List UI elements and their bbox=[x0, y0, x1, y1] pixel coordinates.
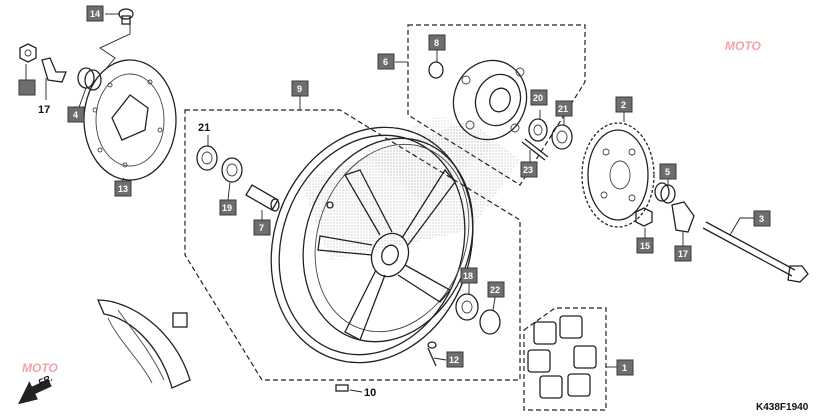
callout-21-left: 21 bbox=[198, 122, 210, 134]
callout-2: 2 bbox=[615, 96, 633, 113]
svg-text:13: 13 bbox=[118, 184, 128, 194]
flange-bearing bbox=[528, 118, 548, 142]
shading-upper bbox=[355, 115, 495, 200]
damper-group-box bbox=[523, 307, 607, 411]
callout-21-right: 21 bbox=[555, 100, 573, 117]
stud-bolt bbox=[521, 138, 549, 161]
callout-23: 23 bbox=[520, 161, 538, 178]
callout-10: 10 bbox=[364, 387, 376, 399]
callout-17-left: 17 bbox=[38, 104, 50, 116]
svg-text:4: 4 bbox=[73, 110, 78, 120]
nut-right bbox=[635, 207, 653, 227]
svg-text:21: 21 bbox=[558, 104, 568, 114]
brake-disc bbox=[83, 59, 177, 181]
watermark-top: MOTO bbox=[725, 39, 761, 53]
callout-15: 15 bbox=[636, 237, 654, 254]
hub-bearing bbox=[455, 293, 479, 321]
callout-8: 8 bbox=[428, 34, 446, 51]
callout-1: 1 bbox=[616, 359, 634, 376]
callout-20: 20 bbox=[530, 89, 548, 106]
wheel-damper-rubbers bbox=[527, 315, 597, 399]
svg-text:5: 5 bbox=[665, 167, 670, 177]
svg-text:3: 3 bbox=[759, 214, 764, 224]
front-arrow-icon: FR. bbox=[18, 373, 54, 405]
callout-13: 13 bbox=[114, 180, 132, 197]
wheel-group-box bbox=[184, 109, 521, 381]
svg-text:23: 23 bbox=[523, 165, 533, 175]
svg-text:9: 9 bbox=[297, 84, 302, 94]
flange-collar bbox=[428, 61, 444, 79]
callout-3: 3 bbox=[753, 210, 771, 227]
nut-left bbox=[19, 43, 37, 63]
callout-17-right: 17 bbox=[674, 245, 692, 262]
callout-12: 12 bbox=[446, 351, 464, 368]
svg-text:8: 8 bbox=[434, 38, 439, 48]
balance-weight bbox=[335, 384, 349, 392]
driven-sprocket bbox=[581, 122, 655, 228]
svg-text:22: 22 bbox=[490, 285, 500, 295]
tire-valve bbox=[427, 341, 437, 367]
callout-9: 9 bbox=[291, 80, 309, 97]
callout-14: 14 bbox=[86, 5, 104, 22]
callout-4: 4 bbox=[67, 106, 85, 123]
rear-wheel bbox=[270, 126, 474, 364]
flange-oil-seal bbox=[551, 124, 573, 150]
svg-text:1: 1 bbox=[622, 363, 627, 373]
hub-group-box bbox=[407, 24, 586, 186]
rear-axle bbox=[702, 221, 809, 283]
callout-7: 7 bbox=[253, 219, 271, 236]
bearing-left bbox=[196, 145, 218, 171]
leader-lines bbox=[25, 13, 755, 393]
svg-text:18: 18 bbox=[463, 271, 473, 281]
tire-reference bbox=[97, 299, 191, 389]
callout-5: 5 bbox=[659, 163, 677, 180]
svg-text:7: 7 bbox=[259, 223, 264, 233]
svg-text:17: 17 bbox=[678, 249, 688, 259]
tire-callout-box bbox=[172, 312, 188, 328]
disc-bolt bbox=[118, 8, 134, 25]
svg-text:2: 2 bbox=[621, 100, 626, 110]
svg-text:15: 15 bbox=[640, 241, 650, 251]
diagram-code: K438F1940 bbox=[756, 402, 809, 413]
callout-19: 19 bbox=[219, 199, 237, 216]
callout-16 bbox=[18, 79, 36, 96]
svg-text:14: 14 bbox=[90, 9, 100, 19]
svg-text:19: 19 bbox=[222, 203, 232, 213]
final-driven-flange bbox=[452, 59, 528, 141]
watermark-bottom: MOTO bbox=[22, 361, 58, 375]
hub-oil-seal bbox=[479, 309, 501, 335]
side-collar bbox=[654, 182, 676, 204]
bearing-right bbox=[221, 157, 243, 183]
svg-text:6: 6 bbox=[383, 57, 388, 67]
lock-washer-left bbox=[41, 57, 67, 83]
callout-18: 18 bbox=[460, 267, 478, 284]
distance-collar bbox=[245, 184, 280, 212]
svg-text:12: 12 bbox=[449, 355, 459, 365]
lock-washer-right bbox=[671, 201, 695, 233]
svg-text:20: 20 bbox=[533, 93, 543, 103]
callout-6: 6 bbox=[377, 53, 395, 70]
callout-22: 22 bbox=[487, 281, 505, 298]
collar bbox=[77, 67, 102, 91]
